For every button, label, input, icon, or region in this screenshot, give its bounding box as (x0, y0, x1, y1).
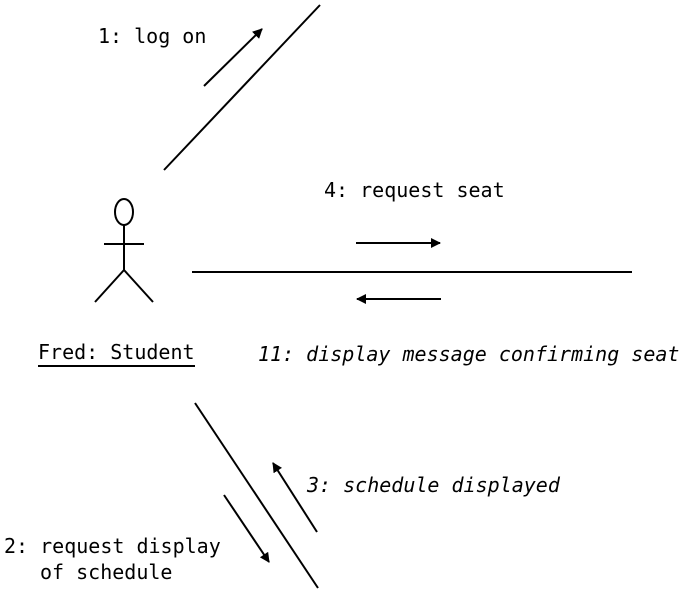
arrow-log-on (203, 28, 263, 87)
message-display-confirmation: 11: display message confirming seat (258, 342, 680, 366)
arrow-request-display (223, 494, 270, 563)
arrow-schedule-displayed (272, 462, 318, 533)
message-request-display-line1: 2: request display (4, 534, 221, 558)
actor-right-leg (123, 269, 154, 303)
actor-head (114, 198, 134, 226)
link-upper (163, 4, 321, 171)
actor-left-leg (94, 269, 125, 303)
message-schedule-displayed: 3: schedule displayed (307, 473, 560, 497)
message-request-seat: 4: request seat (324, 178, 505, 202)
message-log-on: 1: log on (98, 24, 207, 48)
link-lower (194, 402, 319, 589)
message-request-display-line2: of schedule (40, 560, 173, 584)
actor-name-label: Fred: Student (38, 340, 195, 367)
actor-stick-figure (94, 198, 154, 303)
